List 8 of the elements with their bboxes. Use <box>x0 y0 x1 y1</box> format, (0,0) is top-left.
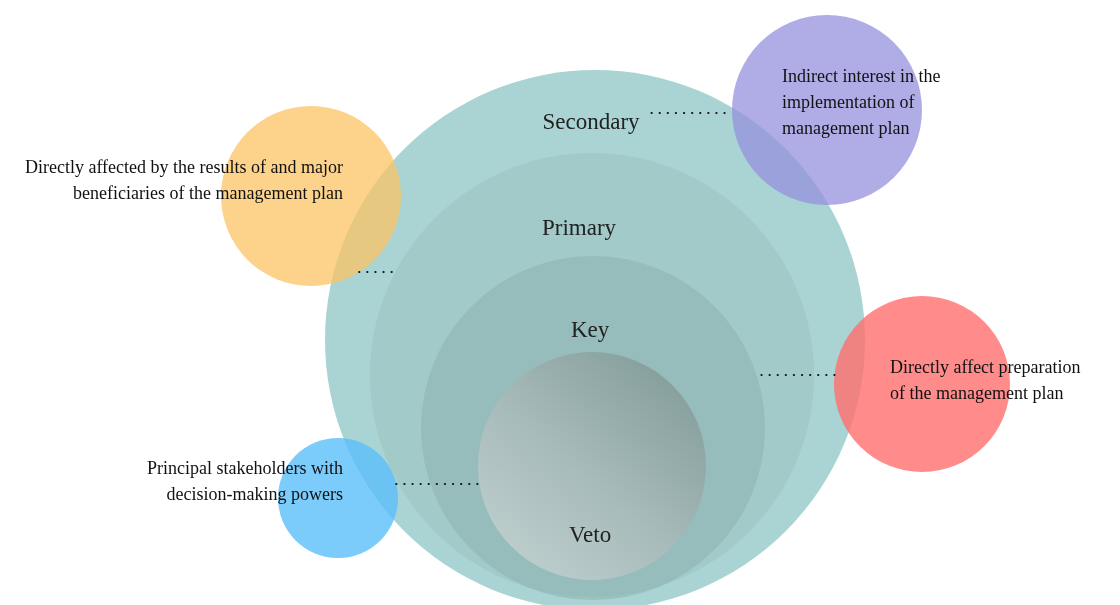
description-text: Directly affect preparation of the management plan <box>890 356 1082 405</box>
description-text: Indirect interest in the implementation of management plan <box>782 65 942 140</box>
ring-label: Secondary <box>542 109 640 135</box>
ring-label: Veto <box>569 522 612 548</box>
ring-label: Primary <box>542 215 617 241</box>
ring-label: Key <box>571 317 610 343</box>
dotted-line <box>395 482 481 486</box>
description-text: Directly affected by the results of and major beneficiaries of the management plan <box>23 156 343 205</box>
